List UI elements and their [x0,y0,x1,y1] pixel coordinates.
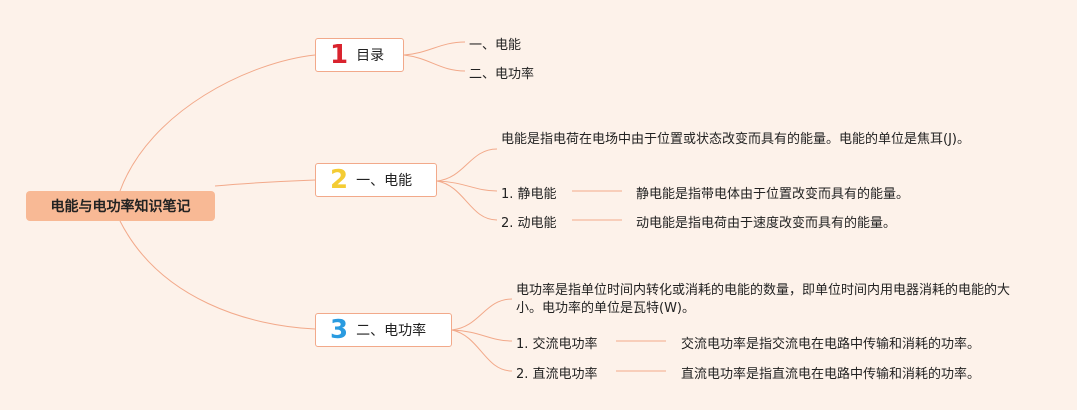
number-3-icon: 3 [330,315,349,345]
link-topic3-desc [451,298,513,331]
topic-3-item-1[interactable]: 1. 交流电功率 [516,337,598,352]
topic-3-label: 二、电功率 [356,323,427,339]
topic-2-item-2-detail[interactable]: 动电能是指电荷由于速度改变而具有的能量。 [636,216,897,231]
topic-3-description[interactable]: 电功率是指单位时间内转化或消耗的电能的数量，即单位时间内用电器消耗的电能的大小。… [516,283,1011,316]
link-topic1-child1 [403,41,466,56]
topic-2-item-1-detail[interactable]: 静电能是指带电体由于位置改变而具有的能量。 [636,187,910,202]
topic-node-2[interactable]: 2 一、电能 [315,163,437,197]
topic-3-item-1-detail[interactable]: 交流电功率是指交流电在电路中传输和消耗的功率。 [681,337,981,352]
topic-1-child-2[interactable]: 二、电功率 [469,67,535,82]
topic-3-item-2[interactable]: 2. 直流电功率 [516,367,598,382]
link-topic2-desc [436,148,498,182]
link-topic2-item2 [436,180,498,221]
topic-1-child-1[interactable]: 一、电能 [469,38,522,53]
topic-3-item-2-detail[interactable]: 直流电功率是指直流电在电路中传输和消耗的功率。 [681,367,981,382]
root-node[interactable]: 电能与电功率知识笔记 [26,191,215,221]
number-2-icon: 2 [330,165,349,195]
topic-2-description[interactable]: 电能是指电荷在电场中由于位置或状态改变而具有的能量。电能的单位是焦耳(J)。 [501,132,970,147]
topic-node-3[interactable]: 3 二、电功率 [315,313,452,347]
topic-1-label: 目录 [356,48,385,64]
link-root-topic-3 [119,220,316,330]
link-topic2-item1 [436,180,498,192]
topic-2-label: 一、电能 [356,173,413,189]
root-label: 电能与电功率知识笔记 [50,199,191,215]
link-root-topic-1 [119,54,316,192]
link-topic1-child2 [403,54,466,72]
topic-2-item-1[interactable]: 1. 静电能 [501,187,557,202]
number-1-icon: 1 [330,40,349,70]
topic-node-1[interactable]: 1 目录 [315,38,404,72]
link-topic3-item2 [451,329,513,372]
link-topic3-item1 [451,329,513,342]
topic-2-item-2[interactable]: 2. 动电能 [501,216,557,231]
link-root-topic-2 [214,179,316,187]
